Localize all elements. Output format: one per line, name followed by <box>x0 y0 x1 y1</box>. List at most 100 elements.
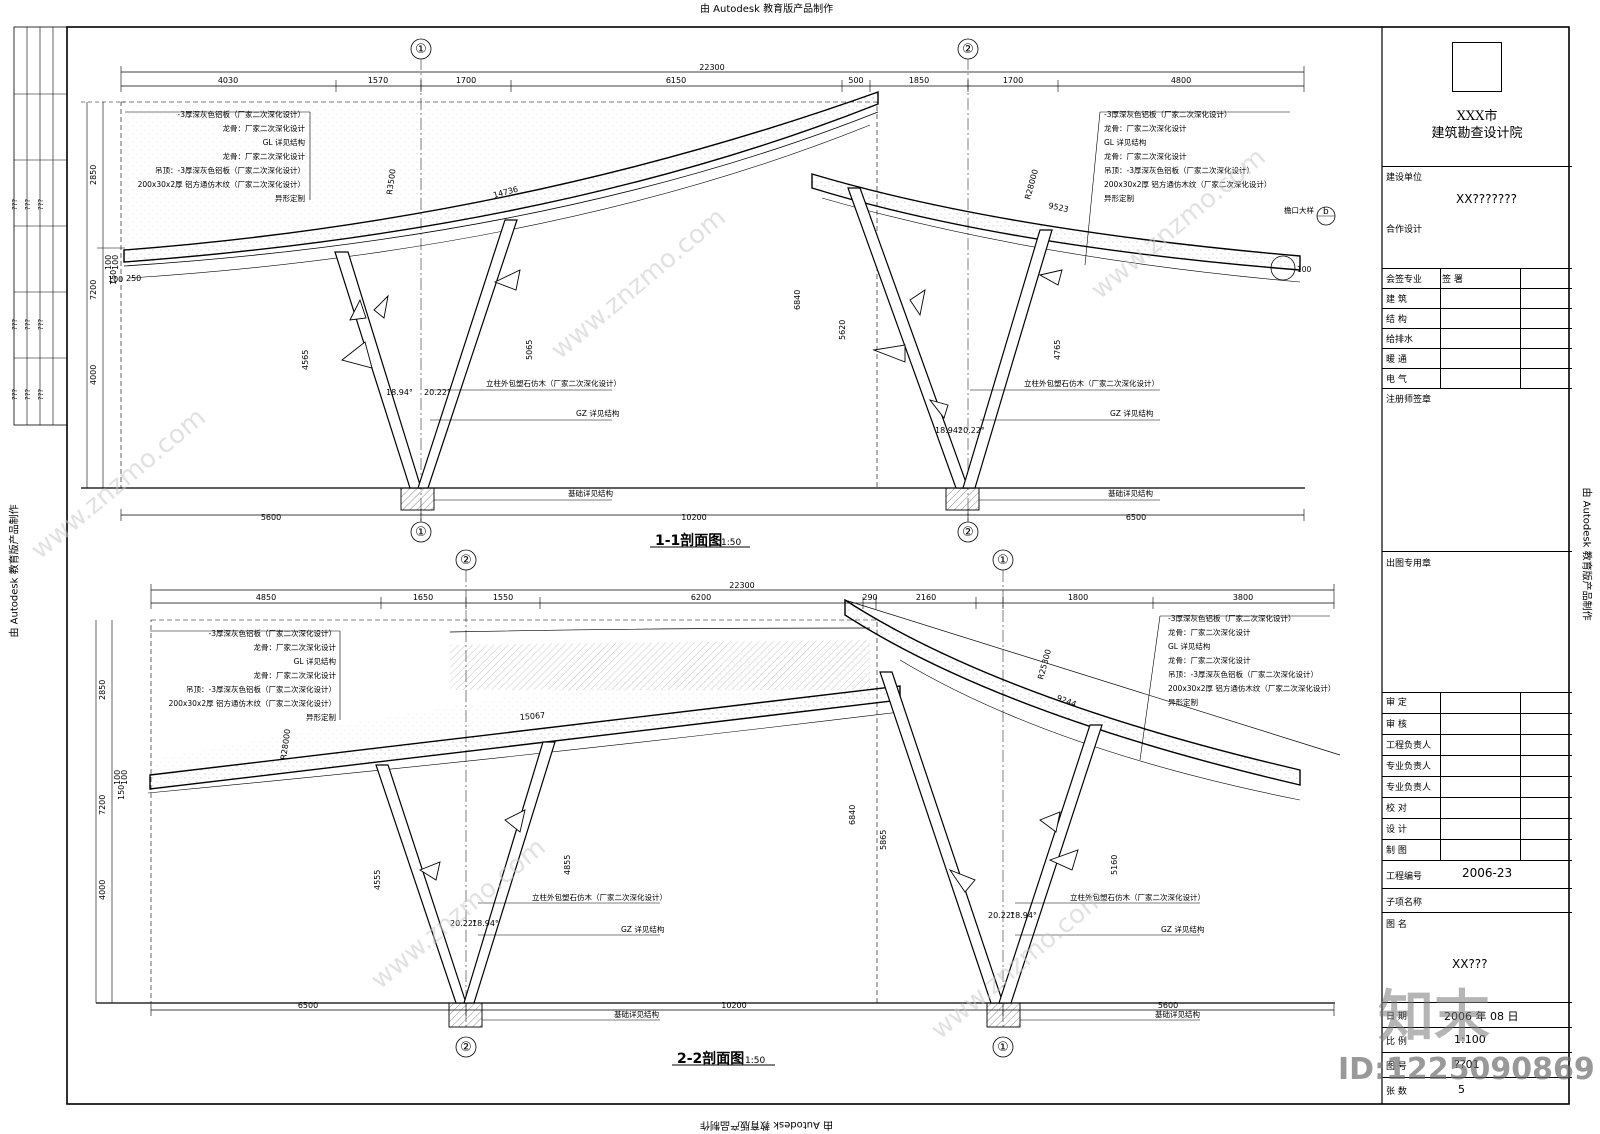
note: GZ 详见结构 <box>576 408 620 418</box>
dim: 7200 <box>89 280 98 300</box>
note: GL 详见结构 <box>1168 641 1211 651</box>
section-title: 1-1剖面图 <box>655 532 722 549</box>
approval-row: 校 对 <box>1382 797 1572 817</box>
note: -3厚深灰色铝板（厂家二次深化设计） <box>1168 613 1295 623</box>
dim: 6200 <box>691 593 711 602</box>
signoff-row: 暖 通 <box>1382 348 1572 368</box>
note: GZ 详见结构 <box>621 924 665 934</box>
dim: 4555 <box>373 870 382 890</box>
dim: 4800 <box>1171 76 1191 85</box>
dim: 1700 <box>1003 76 1023 85</box>
note: GL 详见结构 <box>263 137 306 147</box>
note: 异形定制 <box>275 193 305 203</box>
angle: 18.94° <box>472 919 499 928</box>
dim: 5600 <box>1158 1001 1178 1010</box>
dim: 10200 <box>721 1001 746 1010</box>
section-1-1 <box>81 38 1336 548</box>
note: 200x30x2厚 铝方通仿木纹（厂家二次深化设计） <box>169 698 336 708</box>
note: -3厚深灰色铝板（厂家二次深化设计） <box>1104 109 1231 119</box>
note: -3厚深灰色铝板（厂家二次深化设计） <box>209 628 336 638</box>
dim: 4565 <box>301 350 310 370</box>
dim: 6840 <box>848 805 857 825</box>
note: 基础详见结构 <box>568 488 613 498</box>
note: -3厚深灰色铝板（厂家二次深化设计） <box>178 109 305 119</box>
angle: 20.22° <box>424 388 451 397</box>
dim: 2160 <box>916 593 936 602</box>
dim: 1800 <box>1068 593 1088 602</box>
project-label: 建设单位 <box>1386 173 1423 183</box>
note: 200x30x2厚 铝方通仿木纹（厂家二次深化设计） <box>1104 179 1271 189</box>
approval-row: 设 计 <box>1382 818 1572 838</box>
note: 异形定制 <box>306 712 336 722</box>
dim: 5865 <box>879 830 888 850</box>
dim: 4000 <box>89 365 98 385</box>
axis-bubble: ② <box>962 42 974 57</box>
strip-text: ??? <box>11 389 19 400</box>
note: GZ 详见结构 <box>1110 408 1154 418</box>
detail-mark: b <box>1323 207 1329 217</box>
approval-row: 专业负责人 <box>1382 755 1572 775</box>
note: 龙骨：厂家二次深化设计 <box>223 123 306 133</box>
dim: 15067 <box>519 711 545 722</box>
approval-row: 专业负责人 <box>1382 776 1572 796</box>
dim: 100 <box>1297 265 1312 274</box>
dim: 150 <box>117 785 126 800</box>
axis-bubble: ① <box>415 42 427 57</box>
dim: 1650 <box>413 593 433 602</box>
dim: 4000 <box>98 880 107 900</box>
signoff-row: 结 构 <box>1382 308 1572 328</box>
dim: 1850 <box>909 76 929 85</box>
strip-text: ??? <box>24 199 32 210</box>
note: 龙骨：厂家二次深化设计 <box>1168 655 1251 665</box>
section-scale: 1:50 <box>721 538 741 548</box>
logo-box <box>1452 42 1502 92</box>
dim: 6150 <box>666 76 686 85</box>
approval-row: 审 定 <box>1386 698 1407 708</box>
angle: 18.94° <box>1010 911 1037 920</box>
dim: 6500 <box>298 1001 318 1010</box>
dim: 2850 <box>98 680 107 700</box>
note: 吊顶：-3厚深灰色铝板（厂家二次深化设计） <box>155 165 305 175</box>
dim: 4855 <box>563 855 572 875</box>
strip-text: ??? <box>24 389 32 400</box>
dim: 10200 <box>681 513 706 522</box>
strip-text: ??? <box>11 199 19 210</box>
dim: 2850 <box>89 165 98 185</box>
signoff-row: 会签专业签 署 <box>1382 268 1572 288</box>
radius: R28000 <box>279 728 292 760</box>
strip-text: ??? <box>11 319 19 330</box>
signoff-row: 建 筑 <box>1382 288 1572 308</box>
dim: 100 <box>108 275 123 284</box>
stamp-label: 出图专用章 <box>1386 559 1432 569</box>
axis-bubble: ② <box>460 1040 472 1055</box>
section-scale: 1:50 <box>745 1056 765 1066</box>
dim: 7200 <box>98 795 107 815</box>
note: GL 详见结构 <box>1104 137 1147 147</box>
note: 立柱外包塑石仿木（厂家二次深化设计） <box>486 378 621 388</box>
header-note: 由 Autodesk 教育版产品制作 <box>700 4 834 15</box>
note: 龙骨：厂家二次深化设计 <box>1168 627 1251 637</box>
note: 龙骨：厂家二次深化设计 <box>254 670 337 680</box>
dim: 5160 <box>1110 855 1119 875</box>
note: GZ 详见结构 <box>1161 924 1205 934</box>
sheet-frame <box>66 26 1570 1105</box>
dim: 100 <box>113 770 122 785</box>
note: 龙骨：厂家二次深化设计 <box>1104 123 1187 133</box>
dim: 1550 <box>493 593 513 602</box>
dim: 6840 <box>793 290 802 310</box>
angle: 20.22° <box>988 911 1015 920</box>
note: 基础详见结构 <box>614 1009 659 1019</box>
section-2-2 <box>95 549 1341 1066</box>
note: 立柱外包塑石仿木（厂家二次深化设计） <box>1070 892 1205 902</box>
note: 基础详见结构 <box>1108 488 1153 498</box>
approval-row: 工程负责人 <box>1382 734 1572 754</box>
dim: 4030 <box>218 76 238 85</box>
id-watermark: ID:1225090869 <box>1338 1052 1595 1087</box>
note: 龙骨：厂家二次深化设计 <box>1104 151 1187 161</box>
approval-row: 审 核 <box>1382 713 1572 733</box>
axis-bubble: ① <box>997 1040 1009 1055</box>
section-title: 2-2剖面图 <box>677 1050 744 1067</box>
